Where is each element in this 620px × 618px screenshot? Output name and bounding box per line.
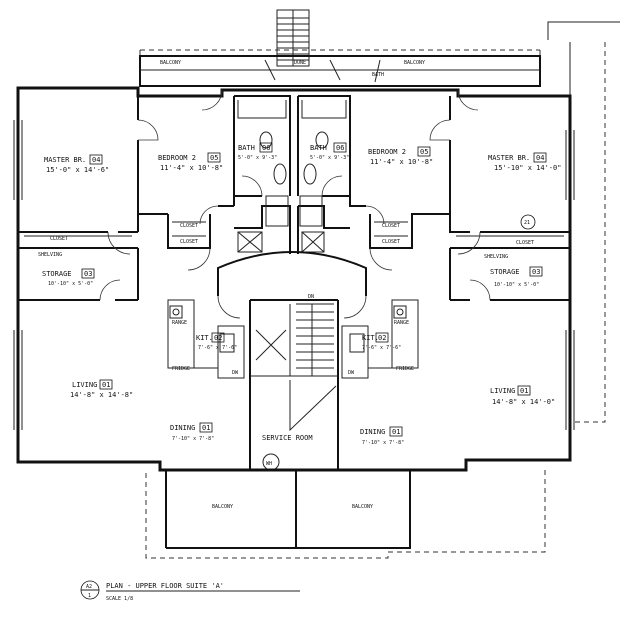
living-right-dims: 14'-8" x 14'-0" (492, 398, 555, 406)
closet-left-a: CLOSET (180, 223, 198, 229)
bath-strip-label: BATH (372, 72, 384, 78)
kit-right-dims: 7'-6" x 7'-6" (362, 345, 401, 351)
balcony-top-right-label: BALCONY (404, 60, 425, 66)
dining-left-dims: 7'-10" x 7'-8" (172, 436, 214, 442)
living-left-tag: 01 (102, 381, 110, 389)
closet-master-right: CLOSET (516, 240, 534, 246)
bedroom2-right-tag: 05 (420, 148, 428, 156)
door-swings (99, 89, 491, 319)
fridge-left: FRIDGE (172, 366, 190, 372)
range-left: RANGE (172, 320, 187, 326)
master-left-dims: 15'-0" x 14'-6" (46, 166, 109, 174)
windows (13, 120, 575, 430)
storage-right-name: STORAGE (490, 268, 520, 276)
bath-right-dims: 5'-0" x 9'-3" (310, 155, 349, 161)
dashed-outline (139, 21, 620, 559)
interior-walls-left (18, 95, 291, 301)
kit-left-name: KIT. (196, 334, 213, 342)
dining-right-dims: 7'-10" x 7'-8" (362, 440, 404, 446)
closet-master-left: CLOSET (50, 236, 68, 242)
bedroom2-right-dims: 11'-4" x 10'-8" (370, 158, 433, 166)
master-right-name: MASTER BR. (488, 154, 530, 162)
dining-right-tag: 01 (392, 428, 400, 436)
fridge-right: FRIDGE (396, 366, 414, 372)
bath-left-tag: 06 (262, 144, 270, 152)
kit-left-tag: 02 (214, 334, 222, 342)
stair-dn-label: DN (308, 294, 314, 300)
master-left-tag: 04 (92, 156, 100, 164)
room-labels: MASTER BR. 04 15'-0" x 14'-6" BEDROOM 2 … (42, 142, 561, 446)
bedroom2-left-name: BEDROOM 2 (158, 154, 196, 162)
bedroom2-right-name: BEDROOM 2 (368, 148, 406, 156)
shelving-right: SHELVING (484, 254, 508, 260)
bath-fixtures (259, 131, 329, 227)
kitchens (167, 299, 419, 379)
living-right-tag: 01 (520, 387, 528, 395)
sheet-num: 1 (88, 593, 91, 599)
dining-left-tag: 01 (202, 424, 210, 432)
living-right-name: LIVING (490, 387, 515, 395)
balcony-bottom-right-label: BALCONY (352, 504, 373, 510)
master-right-tag: 04 (536, 154, 544, 162)
bath-right-tag: 06 (336, 144, 344, 152)
storage-left-tag: 03 (84, 270, 92, 278)
living-left-name: LIVING (72, 381, 97, 389)
master-left-name: MASTER BR. (44, 156, 86, 164)
master-right-dims: 15'-10" x 14'-0" (494, 164, 561, 172)
done-label: DONE (294, 60, 306, 66)
exterior-walls (16, 86, 572, 472)
marker-21: 21 (524, 220, 530, 226)
kit-right-tag: 02 (378, 334, 386, 342)
storage-right-dims: 10'-10" x 5'-0" (494, 282, 539, 288)
title-block: A2 1 PLAN - UPPER FLOOR SUITE 'A' SCALE … (80, 580, 300, 602)
dw-right: DW (348, 370, 355, 376)
bath-right-name: BATH (310, 144, 327, 152)
closet-right-a: CLOSET (382, 223, 400, 229)
top-balcony (139, 55, 541, 87)
bedroom2-left-tag: 05 (210, 154, 218, 162)
central-core (165, 251, 411, 549)
closet-left-b: CLOSET (180, 239, 198, 245)
plan-title: PLAN - UPPER FLOOR SUITE 'A' (106, 582, 224, 590)
storage-left-name: STORAGE (42, 270, 72, 278)
dining-left-name: DINING (170, 424, 195, 432)
service-room-name: SERVICE ROOM (262, 434, 313, 442)
closet-right-b: CLOSET (382, 239, 400, 245)
dw-left: DW (232, 370, 239, 376)
living-left-dims: 14'-8" x 14'-8" (70, 391, 133, 399)
bedroom2-left-dims: 11'-4" x 10'-8" (160, 164, 223, 172)
sheet-ref: A2 (86, 584, 92, 590)
bath-left-dims: 5'-0" x 9'-3" (238, 155, 277, 161)
storage-right-tag: 03 (532, 268, 540, 276)
water-heater-label: WH (266, 461, 272, 467)
small-annotations: BALCONY BALCONY DONE BATH BALCONY BALCON… (38, 60, 536, 510)
plan-scale: SCALE 1/8 (106, 596, 133, 602)
kit-right-name: KIT. (362, 334, 379, 342)
shelving-left: SHELVING (38, 252, 62, 258)
bath-left-name: BATH (238, 144, 255, 152)
interior-walls-right (297, 95, 570, 301)
balcony-bottom-left-label: BALCONY (212, 504, 233, 510)
storage-left-dims: 10'-10" x 5'-0" (48, 281, 93, 287)
dining-right-name: DINING (360, 428, 385, 436)
kit-left-dims: 7'-6" x 7'-6" (198, 345, 237, 351)
range-right: RANGE (394, 320, 409, 326)
top-entry-stair (276, 9, 310, 67)
balcony-top-left-label: BALCONY (160, 60, 181, 66)
